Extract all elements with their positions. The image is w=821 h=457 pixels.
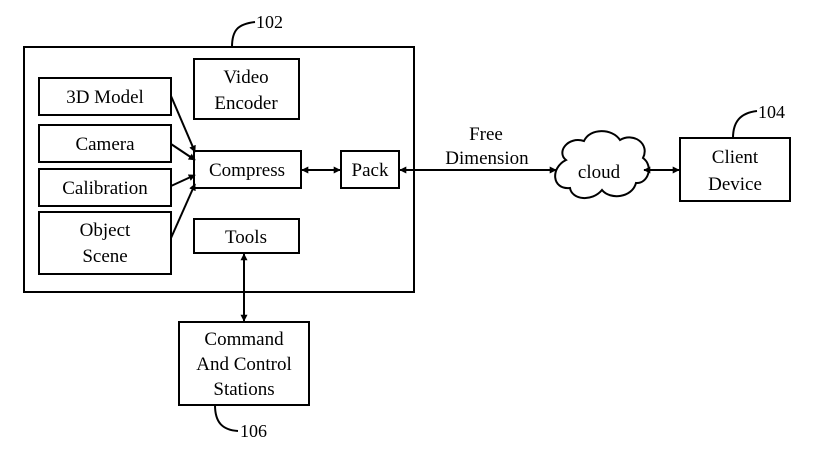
pack-label: Pack (352, 160, 389, 181)
client-device-label-2: Device (708, 174, 762, 195)
video-encoder-label-2: Encoder (214, 93, 278, 114)
ref-102-leader (231, 21, 256, 48)
compress-box (193, 150, 302, 189)
video-encoder-label-1: Video (223, 67, 268, 88)
stations-label-3: Stations (213, 379, 274, 400)
arrow-camera-compress (170, 143, 196, 161)
stations-box (178, 321, 310, 406)
model-label: 3D Model (66, 87, 144, 108)
client-device-label-1: Client (712, 147, 759, 168)
cloud-shape (554, 130, 650, 199)
object-scene-box (38, 211, 172, 275)
video-encoder-box (193, 58, 300, 120)
stations-label-2: And Control (196, 354, 292, 375)
arrow-calibration-compress (170, 174, 196, 187)
tools-box (193, 218, 300, 254)
calibration-box (38, 168, 172, 207)
camera-label: Camera (75, 134, 135, 155)
compress-label: Compress (209, 160, 285, 181)
arrow-model-compress (170, 95, 196, 153)
ref-104-leader (732, 110, 758, 139)
pack-box (340, 150, 400, 189)
stations-label-1: Command (204, 329, 284, 350)
ref-104: 104 (758, 102, 785, 122)
link-label-1: Free (469, 124, 503, 145)
ref-106-leader (214, 404, 239, 432)
ref-102: 102 (256, 12, 283, 32)
arrow-object-compress (170, 183, 196, 239)
link-label-2: Dimension (445, 148, 529, 169)
tools-label: Tools (225, 227, 267, 248)
object-scene-label-1: Object (80, 220, 131, 241)
object-scene-label-2: Scene (82, 246, 127, 267)
model-box (38, 77, 172, 116)
client-device-box (679, 137, 791, 202)
camera-box (38, 124, 172, 163)
cloud-label: cloud (578, 162, 621, 183)
calibration-label: Calibration (62, 178, 148, 199)
ref-106: 106 (240, 421, 267, 441)
